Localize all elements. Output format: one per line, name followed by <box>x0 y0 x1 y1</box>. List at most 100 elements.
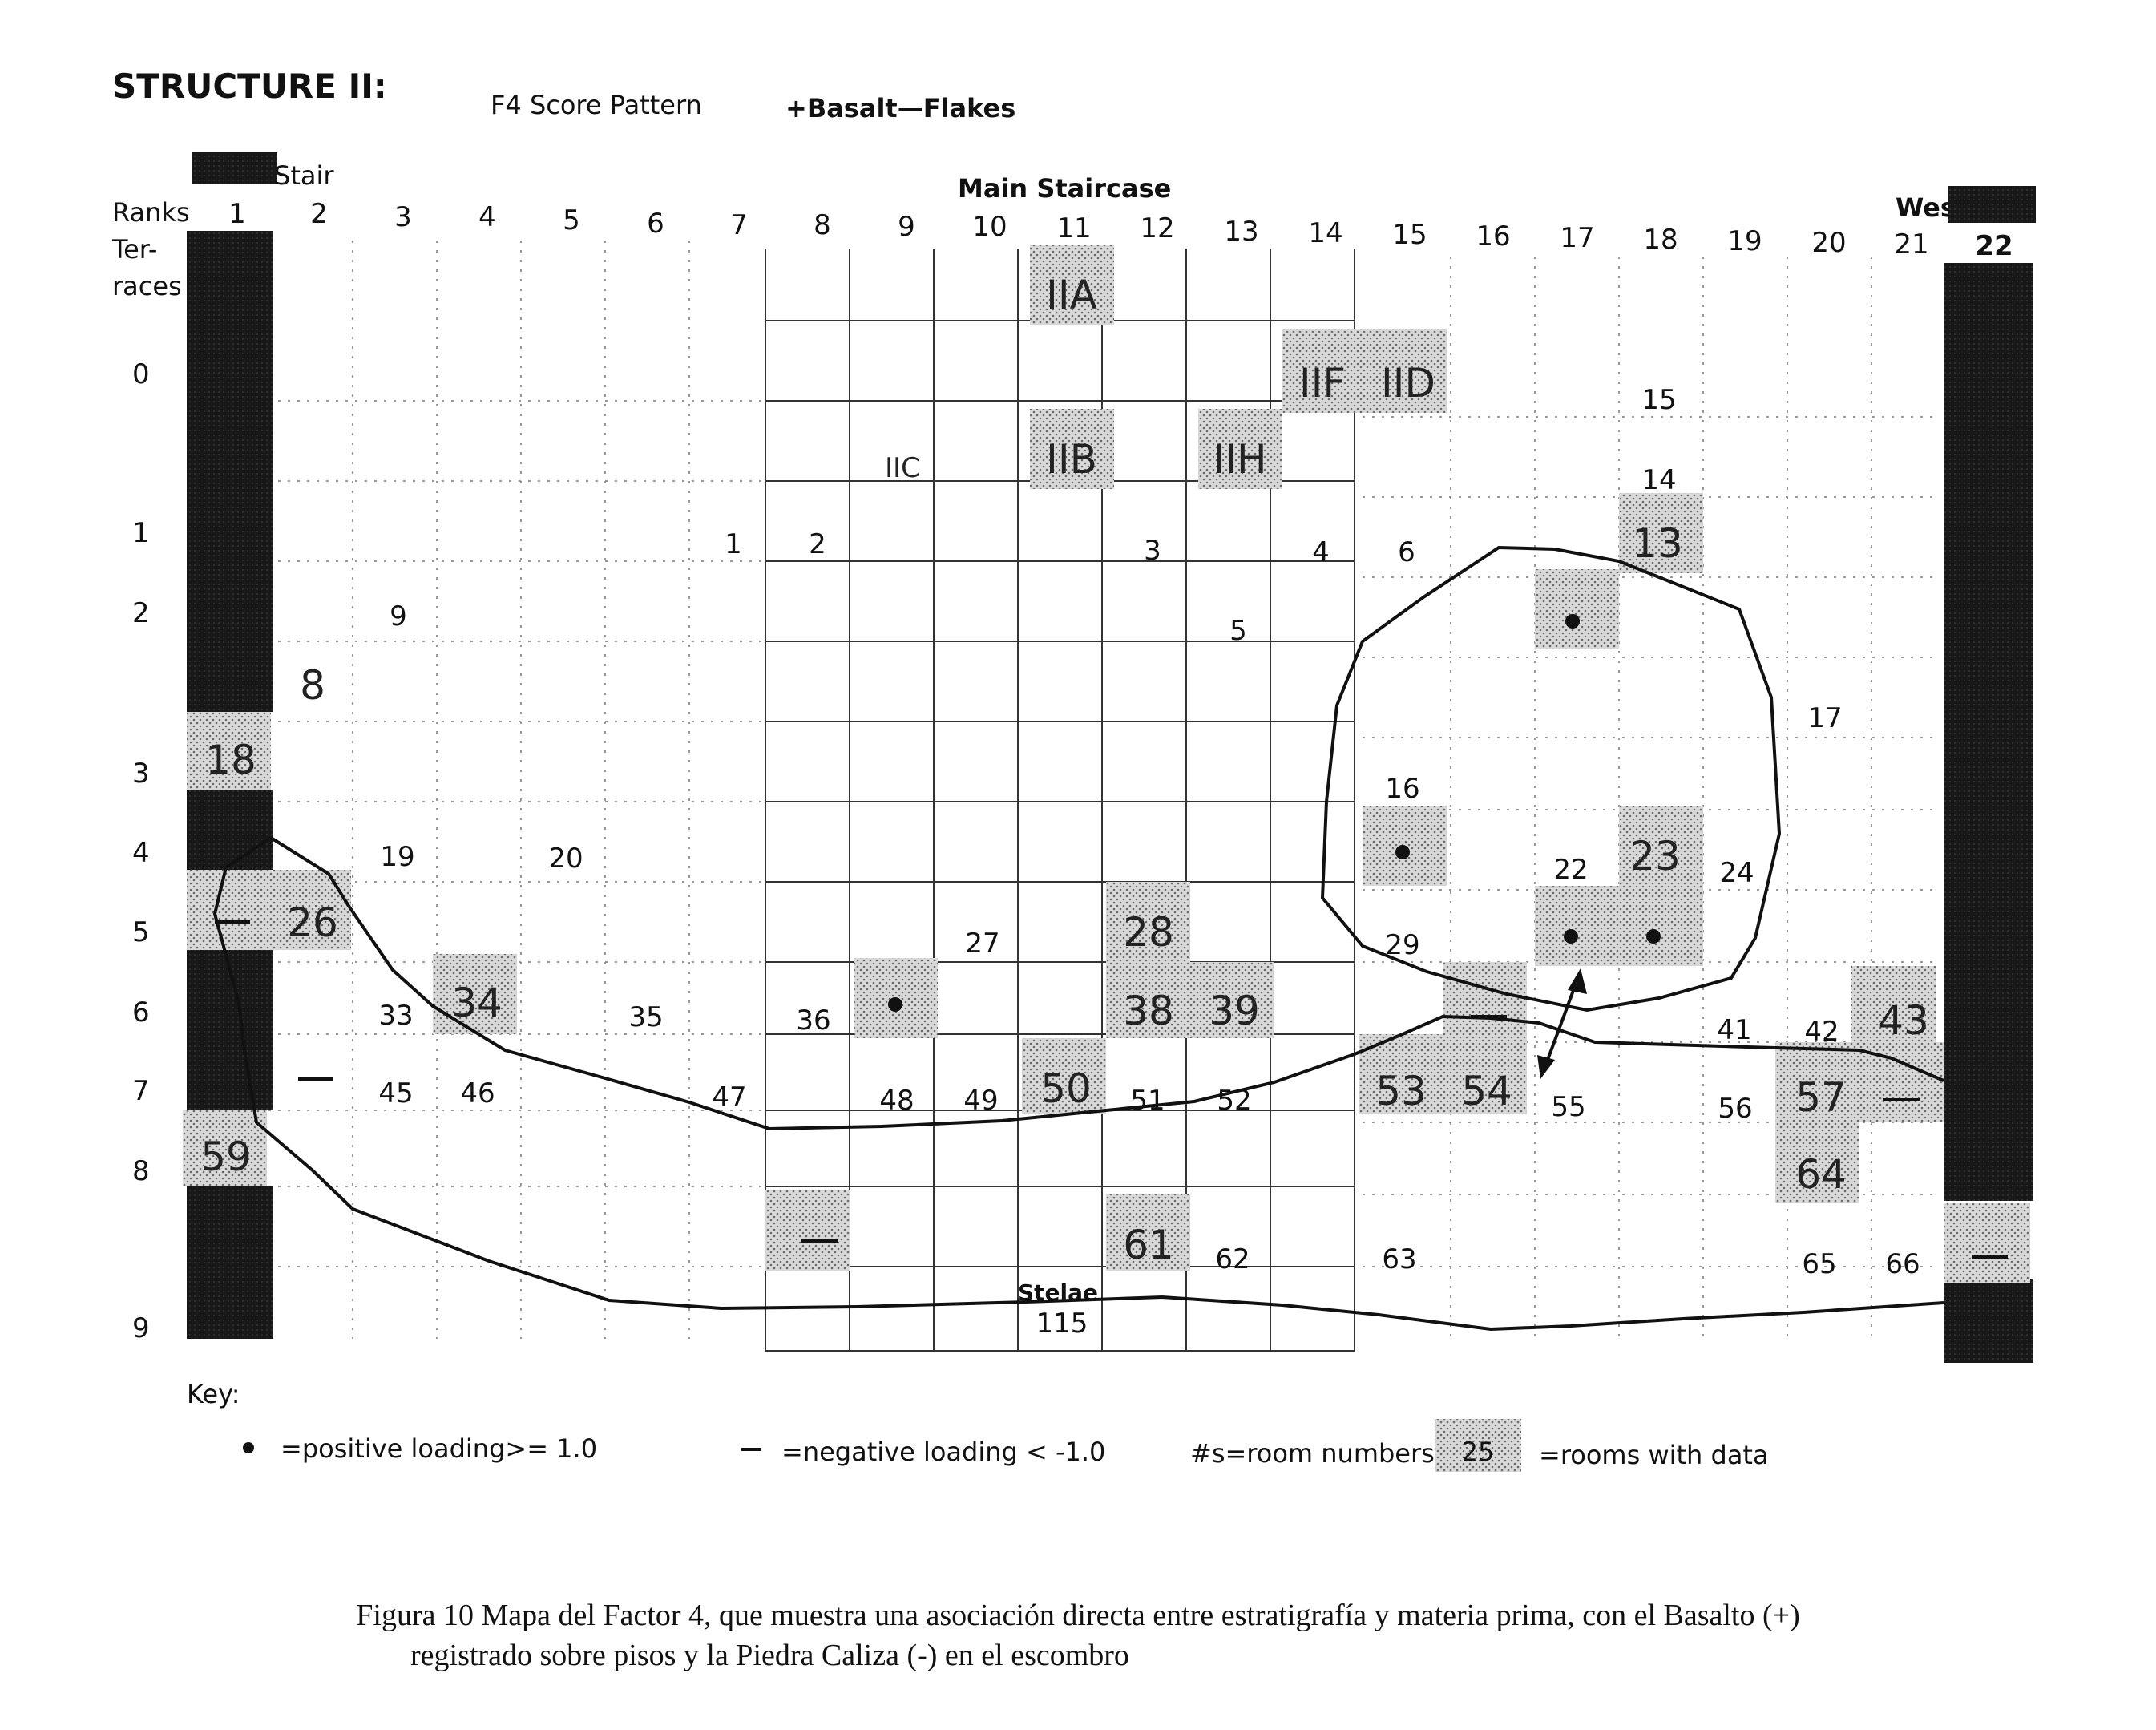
room-65: 65 <box>1802 1248 1836 1280</box>
room-51: 51 <box>1130 1085 1165 1117</box>
cell-59 <box>183 1110 267 1186</box>
terrace-5: 5 <box>132 916 150 948</box>
room-9: 9 <box>390 600 407 633</box>
room-4: 4 <box>1312 536 1330 568</box>
rank-4: 4 <box>478 201 496 233</box>
cell-r17-dot <box>1535 569 1619 649</box>
rank-7: 7 <box>730 209 748 241</box>
pattern-title: F4 Score Pattern <box>491 90 702 120</box>
rank-22-dark-column <box>1944 263 2033 1363</box>
room-41: 41 <box>1717 1014 1751 1046</box>
room-56: 56 <box>1718 1093 1752 1125</box>
positive-loadings <box>888 614 1661 1012</box>
key-positive-label: =positive loading>= 1.0 <box>281 1433 597 1464</box>
terrace-6: 6 <box>132 996 150 1029</box>
dark-column-segment <box>187 790 273 870</box>
room-2: 2 <box>809 528 826 560</box>
rank-2: 2 <box>310 198 328 230</box>
positive-dot <box>888 997 902 1012</box>
room-48: 48 <box>879 1085 914 1117</box>
rank-5: 5 <box>563 204 580 236</box>
cell-r22-neg <box>1944 1203 2030 1283</box>
cell-r16-neg <box>1443 962 1527 1042</box>
cell-38-39 <box>1106 962 1274 1038</box>
room-26: 26 <box>287 899 338 946</box>
rank-3: 3 <box>394 201 412 233</box>
room-47: 47 <box>712 1081 746 1114</box>
room-22: 22 <box>1553 854 1588 886</box>
dark-column-segment <box>1944 263 2033 1201</box>
rank-18: 18 <box>1643 224 1678 256</box>
room-49: 49 <box>963 1085 998 1117</box>
cell-28 <box>1106 882 1190 962</box>
cell-IIH <box>1198 409 1282 489</box>
room-43: 43 <box>1878 997 1929 1044</box>
rank-21: 21 <box>1894 228 1928 261</box>
rank-9: 9 <box>898 211 915 243</box>
terrace-4: 4 <box>132 837 150 869</box>
room-17: 17 <box>1807 702 1842 734</box>
positive-dot <box>1565 614 1580 629</box>
variables-title: +Basalt—Flakes <box>785 93 1015 123</box>
room-42: 42 <box>1804 1016 1839 1048</box>
room-57: 57 <box>1795 1074 1847 1121</box>
rank-16: 16 <box>1476 220 1510 253</box>
cell-IIB <box>1030 409 1114 489</box>
terrace-9: 9 <box>132 1312 150 1344</box>
room-33: 33 <box>378 1000 413 1032</box>
strata-curves <box>212 545 1944 1332</box>
rank-11: 11 <box>1056 212 1091 245</box>
room-61: 61 <box>1123 1222 1174 1268</box>
structure-title: STRUCTURE II: <box>112 67 387 106</box>
dotted-grid <box>268 241 1940 1339</box>
west-marker <box>1948 186 2036 223</box>
room-27: 27 <box>965 928 999 960</box>
key-numbers-label: #s=room numbers <box>1190 1438 1435 1469</box>
rank-6: 6 <box>647 208 664 240</box>
room-24: 24 <box>1719 857 1754 889</box>
key-with-data-label: =rooms with data <box>1539 1440 1769 1470</box>
terrace-1: 1 <box>132 517 150 549</box>
key-title: Key: <box>187 1379 240 1409</box>
room-55: 55 <box>1551 1091 1585 1123</box>
cell-61 <box>1106 1194 1190 1271</box>
figure-caption-line-2: registrado sobre pisos y la Piedra Caliz… <box>410 1639 1129 1672</box>
key-positive-dot <box>243 1442 254 1453</box>
room-8: 8 <box>300 662 325 709</box>
room-53: 53 <box>1375 1068 1427 1114</box>
room-5: 5 <box>1229 615 1247 647</box>
room-38: 38 <box>1123 988 1174 1034</box>
cell-22-dot <box>1535 886 1619 966</box>
rank-20: 20 <box>1811 227 1846 259</box>
rank-8: 8 <box>814 209 831 241</box>
label-IID: IID <box>1381 360 1435 406</box>
arrow-head-down <box>1537 1055 1555 1079</box>
room-35: 35 <box>628 1001 663 1033</box>
terrace-0: 0 <box>132 358 150 390</box>
arrow-head-up <box>1568 968 1587 994</box>
rank-19: 19 <box>1727 225 1762 257</box>
stair-label: Stair <box>274 160 334 191</box>
cell-53-54 <box>1359 1034 1527 1114</box>
arrow-shaft <box>1544 979 1579 1067</box>
room-14: 14 <box>1641 464 1676 496</box>
cell-r21-neg <box>1859 1042 1944 1122</box>
key-negative-label: =negative loading < -1.0 <box>781 1437 1105 1467</box>
rank-12: 12 <box>1140 212 1174 245</box>
rank-1-dark-column <box>187 231 273 1339</box>
room-13: 13 <box>1632 520 1683 567</box>
room-45: 45 <box>378 1077 413 1110</box>
lower-floor-line <box>212 836 1944 1332</box>
room-46: 46 <box>460 1077 495 1110</box>
rank-1: 1 <box>228 198 246 230</box>
figure-caption-line-1: Figura 10 Mapa del Factor 4, que muestra… <box>356 1599 1800 1632</box>
cell-r8-neg <box>765 1190 850 1271</box>
room-39: 39 <box>1209 988 1260 1034</box>
cell-43 <box>1851 966 1936 1046</box>
cell-64 <box>1775 1122 1859 1203</box>
room-36: 36 <box>796 1004 830 1037</box>
label-IIB: IIB <box>1046 436 1097 483</box>
rank-10: 10 <box>972 211 1007 243</box>
terrace-8: 8 <box>132 1155 150 1187</box>
